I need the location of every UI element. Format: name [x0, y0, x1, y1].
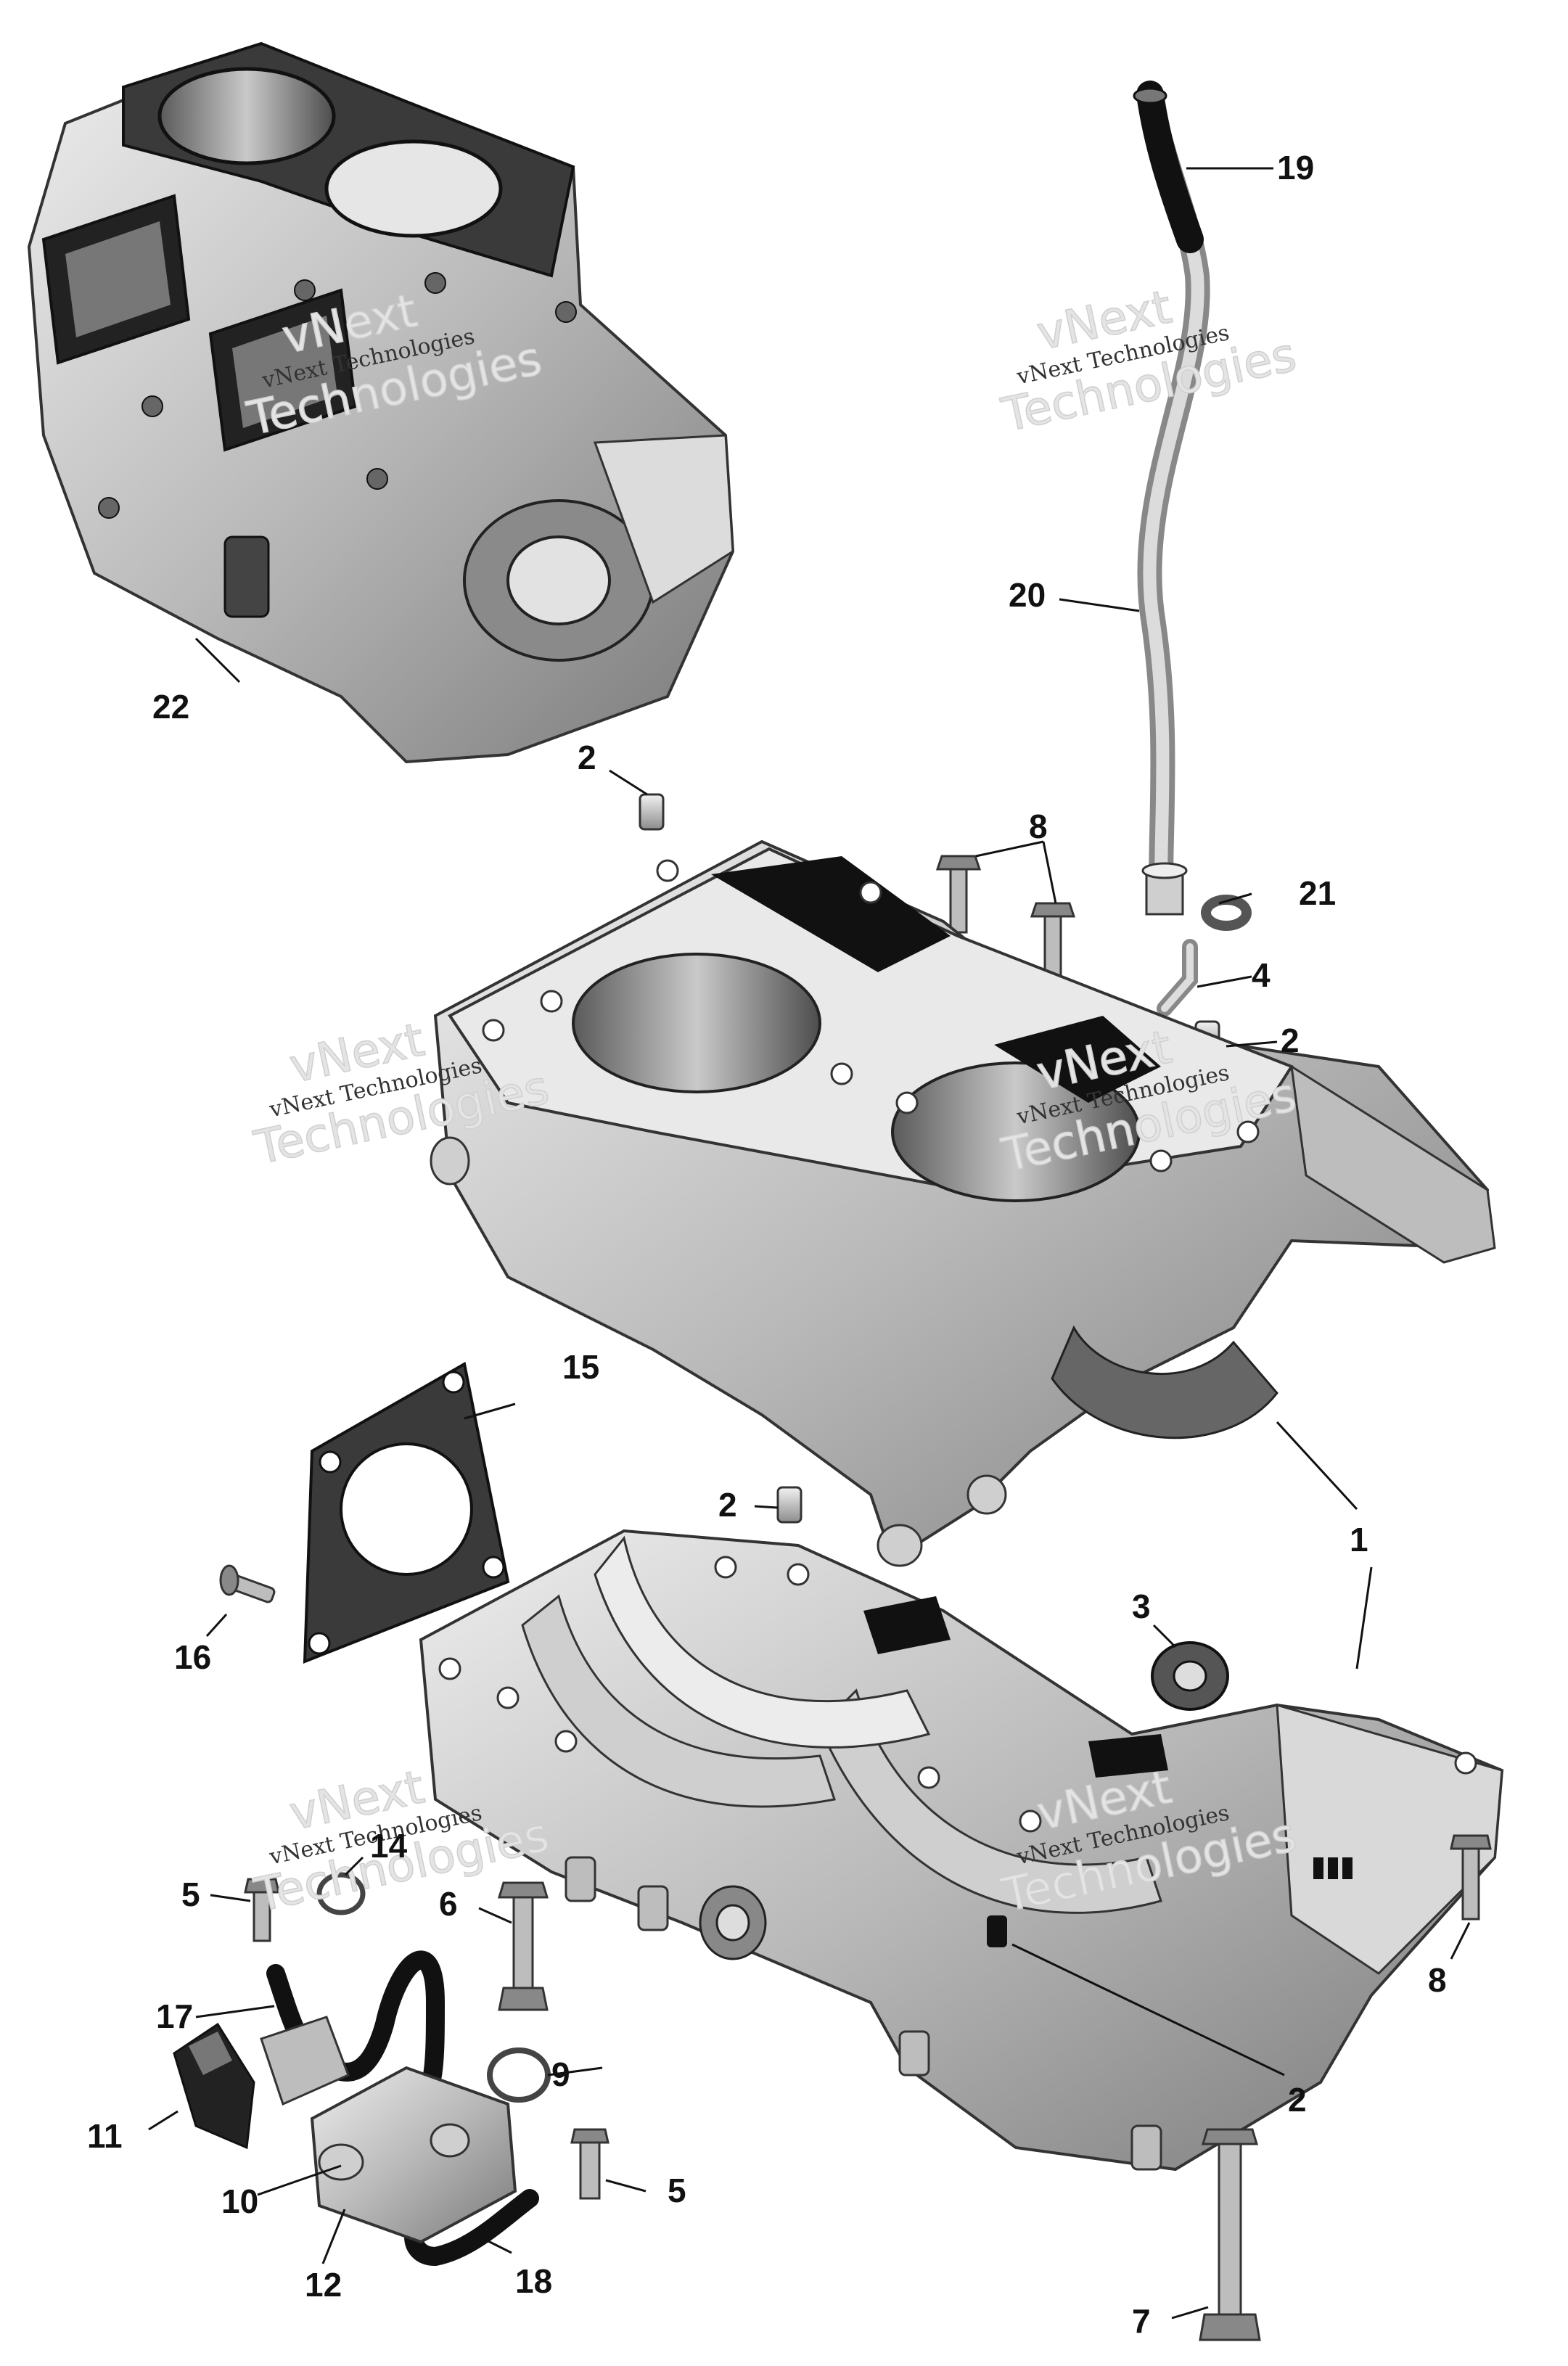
- bearing-seal-3: [1151, 1641, 1229, 1711]
- callout-14: 14: [370, 1827, 408, 1865]
- callout-21: 21: [1299, 874, 1336, 912]
- o-ring-14: [316, 1872, 366, 1915]
- oil-pump-11: [260, 2016, 517, 2244]
- callout-2d: 2: [1288, 2081, 1307, 2119]
- callout-18: 18: [515, 2262, 552, 2300]
- o-ring-10: [487, 2047, 551, 2103]
- bolts-9: [935, 855, 1076, 985]
- callout-11: 10: [221, 2182, 258, 2220]
- callout-5a: 5: [181, 1876, 200, 1913]
- callout-22: 22: [152, 688, 189, 726]
- bolts-lower: [244, 1834, 1492, 2341]
- callout-9: 8: [1029, 808, 1048, 845]
- upper-crankcase: [430, 839, 1496, 1567]
- callout-2c: 2: [718, 1486, 737, 1524]
- lower-crankcase: [419, 1529, 1504, 2172]
- gasket-15: [303, 1361, 510, 1664]
- assembled-engine: [27, 41, 735, 764]
- callout-6: 6: [439, 1885, 458, 1923]
- callout-7: 7: [1132, 2302, 1151, 2340]
- callout-numbers: 19 20 22 2 8 21 4 2 15 1 2 3 16 14 5 6 8…: [87, 149, 1447, 2340]
- callout-8: 8: [1428, 1961, 1447, 1999]
- callout-3: 3: [1132, 1587, 1151, 1625]
- callout-1: 1: [1350, 1521, 1368, 1558]
- callout-2b: 2: [1281, 1022, 1300, 1059]
- callout-10: 9: [551, 2055, 570, 2093]
- callout-4: 4: [1252, 956, 1271, 994]
- callout-19: 19: [1277, 149, 1314, 186]
- pump-bracket-12: [173, 2022, 255, 2150]
- callout-13: 12: [305, 2266, 342, 2304]
- leader-lines: [148, 167, 1471, 2320]
- callout-17: 17: [156, 1997, 193, 2035]
- callout-15: 15: [562, 1348, 599, 1386]
- watermark-line1: vNext: [285, 1761, 429, 1841]
- callout-5b: 5: [668, 2172, 686, 2209]
- pin-16: [219, 1564, 276, 1603]
- oil-hose-assembly: [1133, 81, 1252, 1016]
- callout-20: 20: [1009, 576, 1046, 614]
- callout-16: 16: [174, 1638, 211, 1676]
- callout-2a: 2: [578, 739, 596, 776]
- callout-12: 11: [87, 2117, 123, 2155]
